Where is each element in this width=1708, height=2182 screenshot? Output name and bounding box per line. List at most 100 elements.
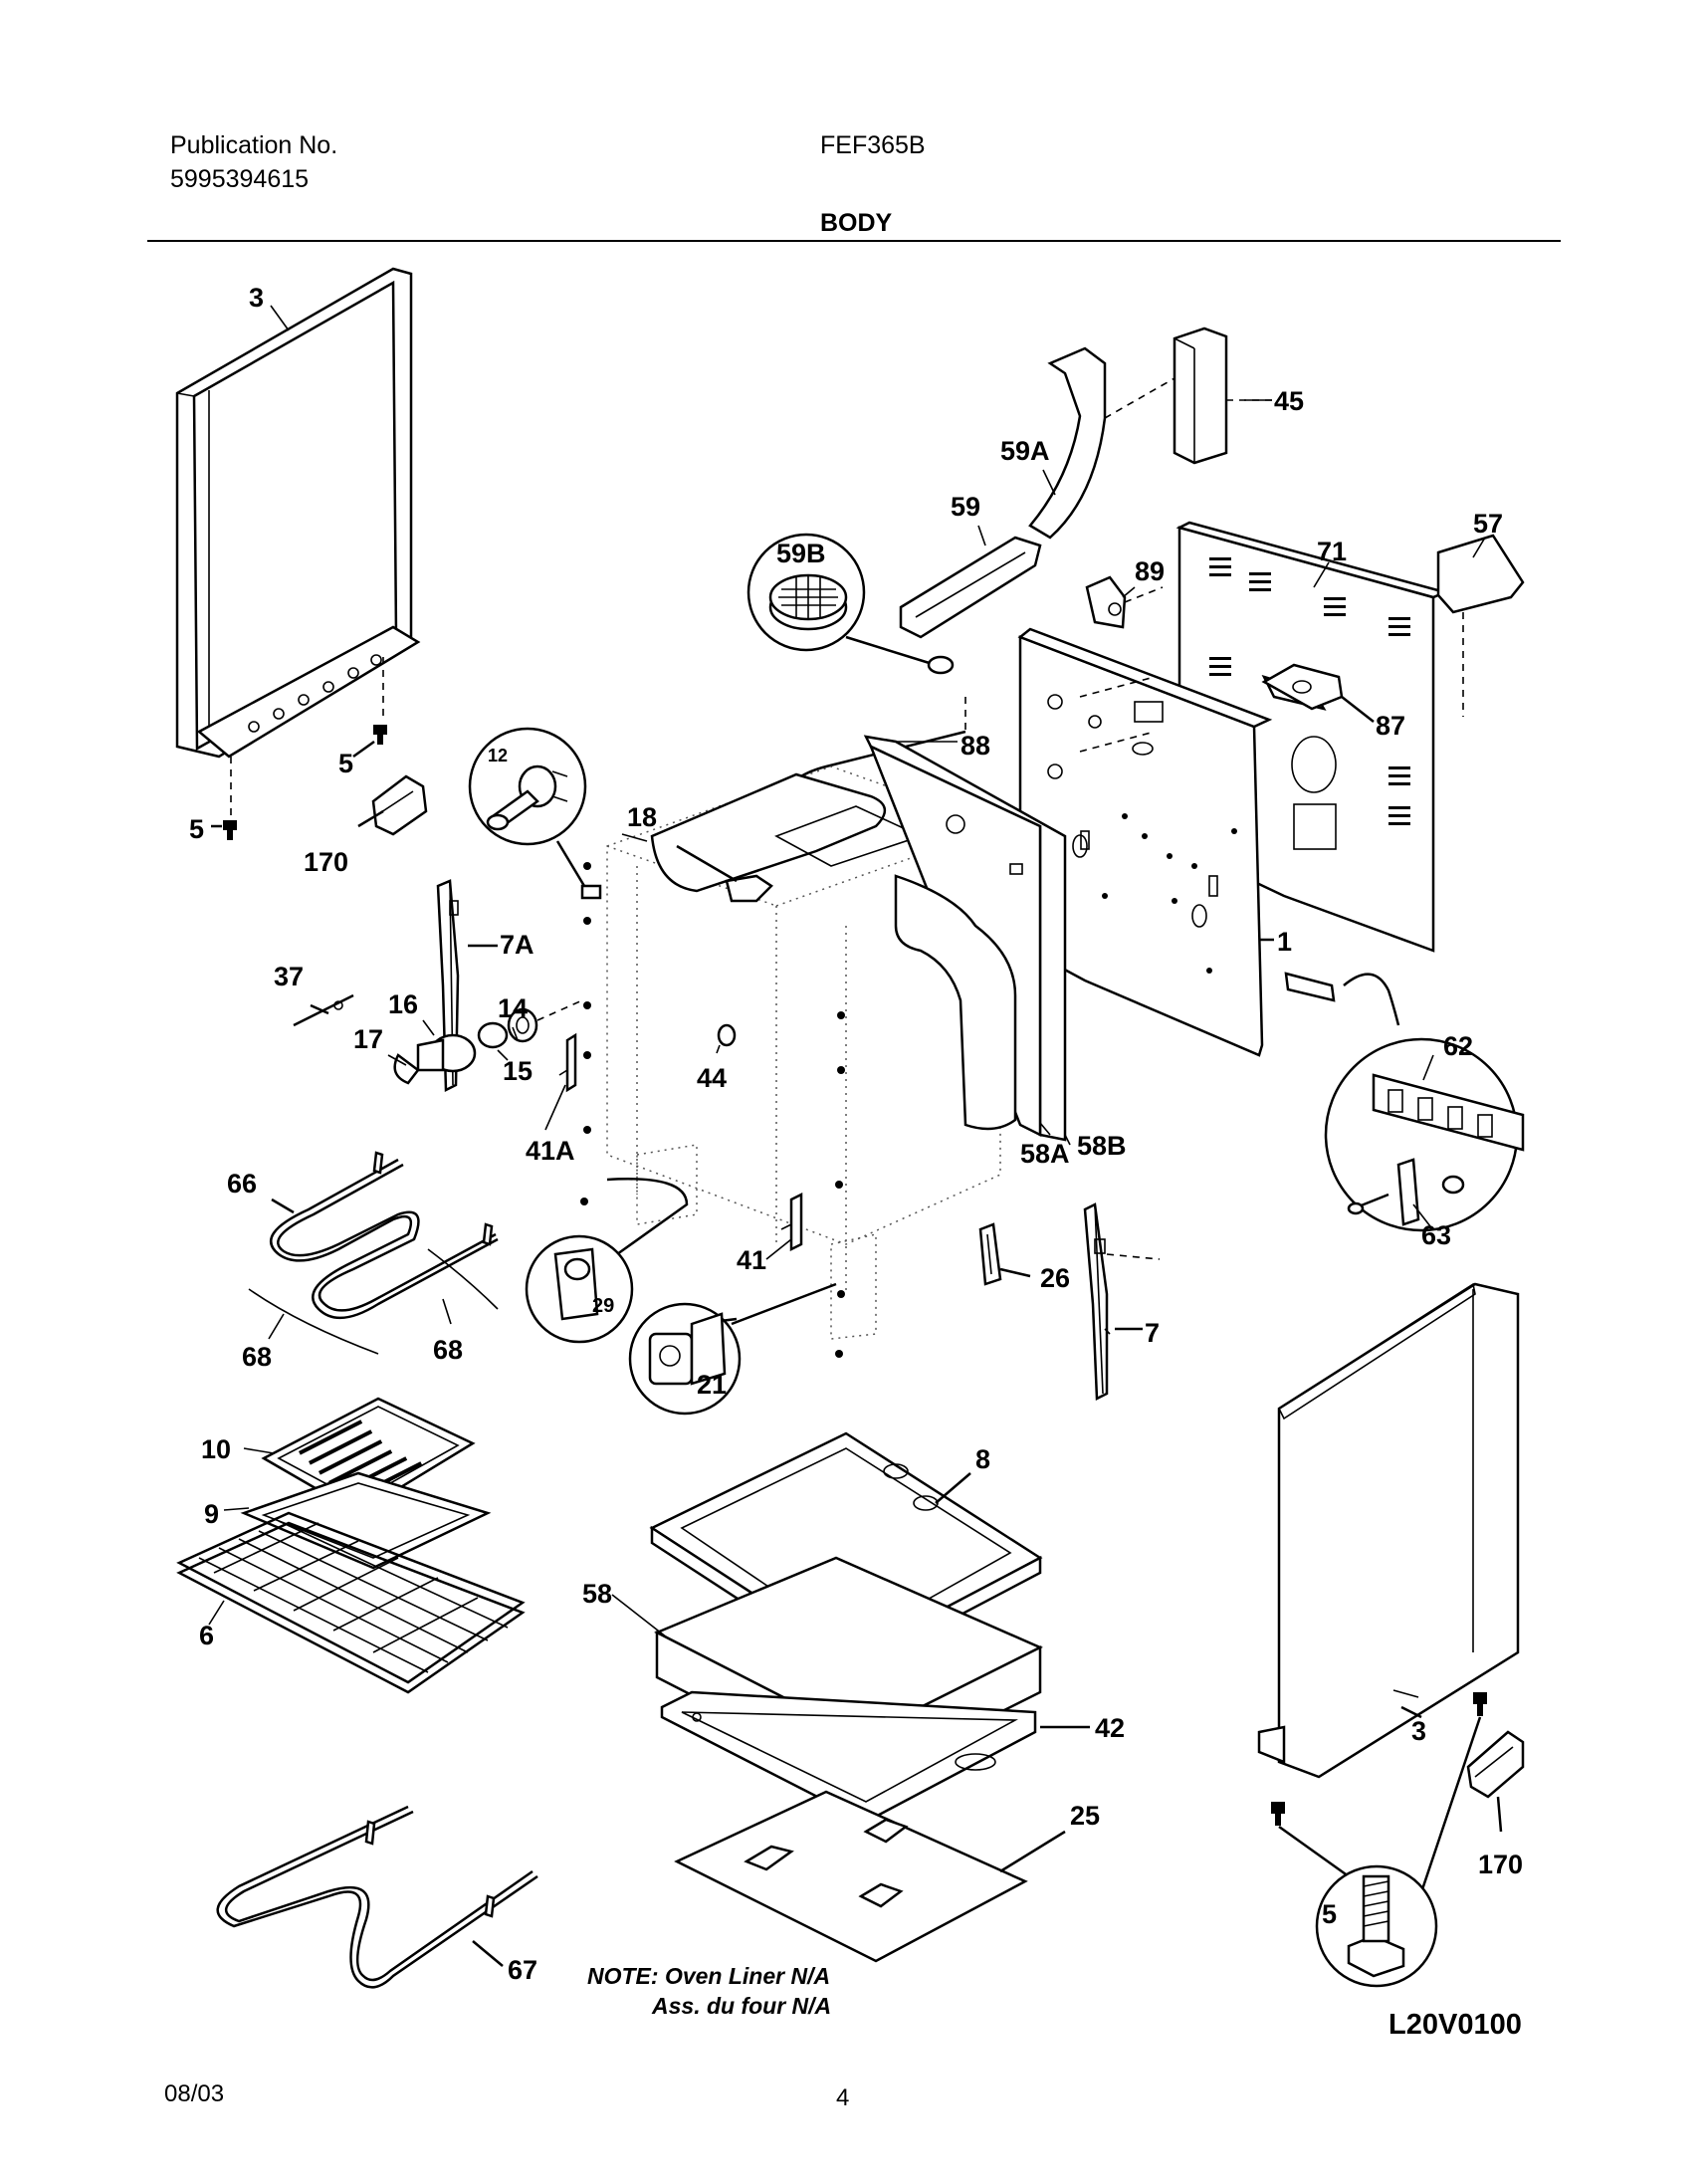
callout-87: 87	[1376, 711, 1405, 741]
leveling-screw-right	[1271, 1692, 1487, 1917]
oven-rack	[176, 1511, 526, 1694]
callout-58b: 58B	[1077, 1131, 1127, 1161]
vent-duct-59	[899, 536, 1042, 639]
vent-grille-inset	[747, 533, 955, 675]
broil-element-67	[216, 1805, 538, 1989]
door-hinge-right	[1083, 1202, 1161, 1401]
callout-41: 41	[737, 1245, 766, 1275]
callout-6: 6	[199, 1621, 214, 1650]
callout-66: 66	[227, 1169, 257, 1199]
front-insulation	[894, 874, 1017, 1131]
callout-7a: 7A	[500, 930, 534, 960]
callout-3-left: 3	[249, 283, 264, 313]
callout-71: 71	[1317, 537, 1347, 566]
callout-29: 29	[592, 1295, 614, 1317]
callout-58a: 58A	[1020, 1139, 1070, 1169]
vent-duct-59a	[1028, 346, 1175, 540]
oven-lamp-assembly	[387, 999, 583, 1085]
callout-170-left: 170	[304, 847, 348, 877]
leader-lines	[208, 305, 1486, 1698]
access-plate	[1436, 534, 1525, 717]
drawer-body	[660, 1690, 1090, 1824]
bracket-41a	[558, 1032, 577, 1093]
callout-88: 88	[961, 731, 990, 761]
callout-17: 17	[353, 1024, 383, 1054]
bake-element-66	[269, 1151, 499, 1320]
leveling-screw-upper	[352, 725, 387, 759]
drawer-pan	[674, 1790, 1066, 1963]
sensor-inset	[468, 727, 602, 900]
callout-18: 18	[627, 802, 657, 832]
clip-44	[716, 1023, 737, 1054]
bracket-89	[1085, 575, 1164, 629]
publication-number: 5995394615	[170, 165, 310, 193]
callout-41a: 41A	[526, 1136, 575, 1166]
terminal-block-inset	[1324, 1037, 1525, 1232]
footer-date: 08/03	[164, 2080, 225, 2107]
callout-10: 10	[201, 1434, 231, 1464]
callout-58: 58	[582, 1579, 612, 1609]
leveling-screw-lower	[211, 820, 237, 840]
anti-tip-bracket-right	[1466, 1730, 1525, 1833]
callout-5-inset: 5	[1322, 1899, 1337, 1929]
model-number: FEF365B	[820, 131, 926, 159]
clip-inset-29	[525, 1234, 634, 1344]
publication-label: Publication No.	[170, 131, 338, 159]
callout-59a: 59A	[1000, 436, 1050, 466]
callout-7: 7	[1145, 1318, 1160, 1348]
callout-67: 67	[508, 1955, 537, 1985]
bracket-plate-87	[1261, 663, 1375, 723]
callout-14: 14	[498, 993, 528, 1023]
terminal-block	[1284, 972, 1400, 1026]
callout-26: 26	[1040, 1263, 1070, 1293]
callout-45: 45	[1274, 386, 1304, 416]
oven-cavity	[606, 765, 1001, 1340]
leveling-leg-inset	[1315, 1864, 1438, 1988]
pin-37	[293, 993, 354, 1027]
callout-59b: 59B	[776, 539, 826, 568]
callout-25: 25	[1070, 1801, 1100, 1831]
left-side-panel	[175, 267, 421, 821]
callout-63: 63	[1421, 1220, 1451, 1250]
clip-inset-21	[628, 1282, 837, 1416]
callout-5-upper: 5	[338, 749, 353, 778]
top-insulation	[650, 772, 924, 893]
callout-37: 37	[274, 962, 304, 991]
callout-8: 8	[975, 1444, 990, 1474]
right-side-panel	[1257, 1282, 1520, 1779]
callout-57: 57	[1473, 509, 1503, 539]
callout-68-left: 68	[242, 1342, 272, 1372]
callout-44: 44	[697, 1063, 727, 1093]
door-strike-26	[978, 1222, 1031, 1286]
header-rule	[147, 240, 1561, 242]
section-title: BODY	[820, 209, 893, 237]
diagram-code: L20V0100	[1388, 2009, 1522, 2041]
vent-box	[1173, 327, 1272, 465]
callout-62: 62	[1443, 1031, 1473, 1061]
broil-pan	[240, 1471, 492, 1570]
callout-170-right: 170	[1478, 1850, 1523, 1879]
callout-21: 21	[697, 1370, 727, 1400]
callout-15: 15	[503, 1056, 533, 1086]
callout-89: 89	[1135, 556, 1165, 586]
callout-12: 12	[488, 746, 508, 765]
callout-42: 42	[1095, 1713, 1125, 1743]
mounting-screws	[580, 862, 845, 1358]
bracket-41	[780, 1192, 803, 1252]
footer-page-number: 4	[836, 2084, 850, 2111]
back-panel	[1017, 627, 1274, 1057]
callout-labels: 3 45 59A 59 57 59B 71 89 87 88 5 12 170 …	[189, 283, 1523, 1985]
callout-5-lower: 5	[189, 814, 204, 844]
callout-3-right: 3	[1411, 1716, 1426, 1746]
insulation-68	[248, 1248, 499, 1355]
note-line-2: Ass. du four N/A	[652, 1993, 832, 2019]
broil-pan-grid	[261, 1397, 476, 1515]
bracket-18	[676, 844, 773, 903]
note-line-1: NOTE: Oven Liner N/A	[587, 1963, 831, 1989]
callout-16: 16	[388, 989, 418, 1019]
callout-68-right: 68	[433, 1335, 463, 1365]
callout-59: 59	[951, 492, 980, 522]
callout-9: 9	[204, 1499, 219, 1529]
anti-tip-bracket-left	[357, 774, 428, 836]
